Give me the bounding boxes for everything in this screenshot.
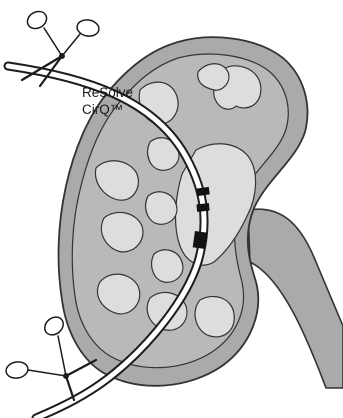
- calyx-lower-2: [195, 296, 234, 336]
- catheter-marker: [197, 203, 210, 211]
- calyx-mid-3: [152, 250, 183, 282]
- device-name-line2: CirQ™: [82, 101, 133, 118]
- catheter-marker: [197, 187, 210, 196]
- device-label: ReSolve CirQ™: [82, 84, 133, 118]
- renal-vessel: [248, 209, 343, 388]
- device-name-line1: ReSolve: [82, 84, 133, 101]
- catheter-marker: [193, 231, 207, 249]
- calyx-mid-2: [146, 192, 177, 224]
